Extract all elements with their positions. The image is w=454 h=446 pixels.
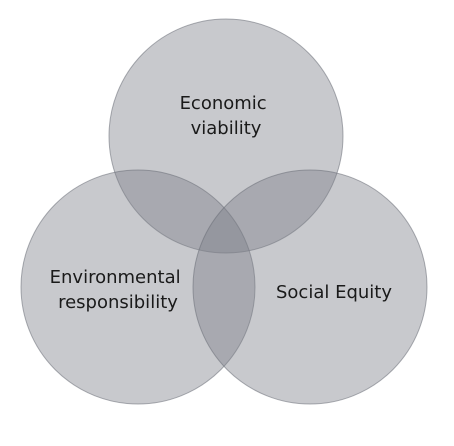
circle-economic-viability [108, 18, 344, 254]
circle-environmental-responsibility [20, 169, 256, 405]
circle-social-equity [192, 169, 428, 405]
label-economic-line-1: Economic [180, 93, 267, 114]
label-environmental-line-2: responsibility [58, 292, 178, 313]
label-social-equity: Social Equity [276, 282, 392, 303]
label-environmental-line-1: Environmental [50, 267, 181, 288]
label-environmental-responsibility: Environmental responsibility [50, 267, 187, 313]
label-social-line-1: Social Equity [276, 282, 392, 303]
label-economic-line-2: viability [191, 118, 262, 139]
venn-circles [20, 18, 428, 405]
label-economic-viability: Economic viability [180, 93, 273, 139]
venn-labels: Economic viability Environmental respons… [50, 93, 393, 313]
